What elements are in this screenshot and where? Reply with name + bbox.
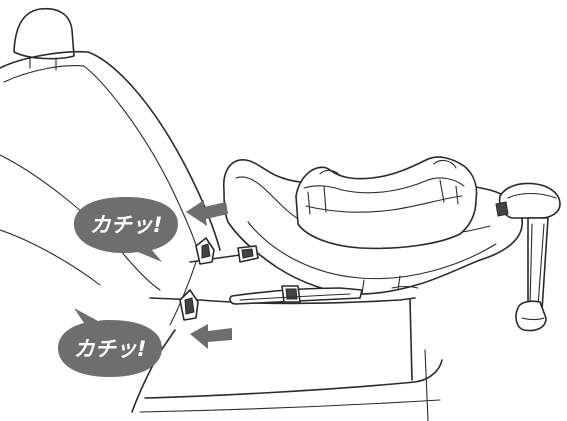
car-seat-base [224, 157, 560, 330]
lower-callout-text: カチッ! [74, 337, 147, 361]
headrest [14, 9, 74, 59]
lower-arrow [190, 324, 232, 349]
upper-callout: カチッ! [74, 197, 178, 262]
support-leg-hinge [500, 184, 560, 219]
seat-anchors [180, 238, 214, 320]
lower-callout: カチッ! [58, 308, 162, 377]
base-cradle [296, 157, 477, 248]
upper-callout-text: カチッ! [90, 213, 163, 237]
arrows [186, 200, 232, 349]
upper-arrow [186, 200, 228, 226]
support-leg-foot [516, 301, 546, 330]
